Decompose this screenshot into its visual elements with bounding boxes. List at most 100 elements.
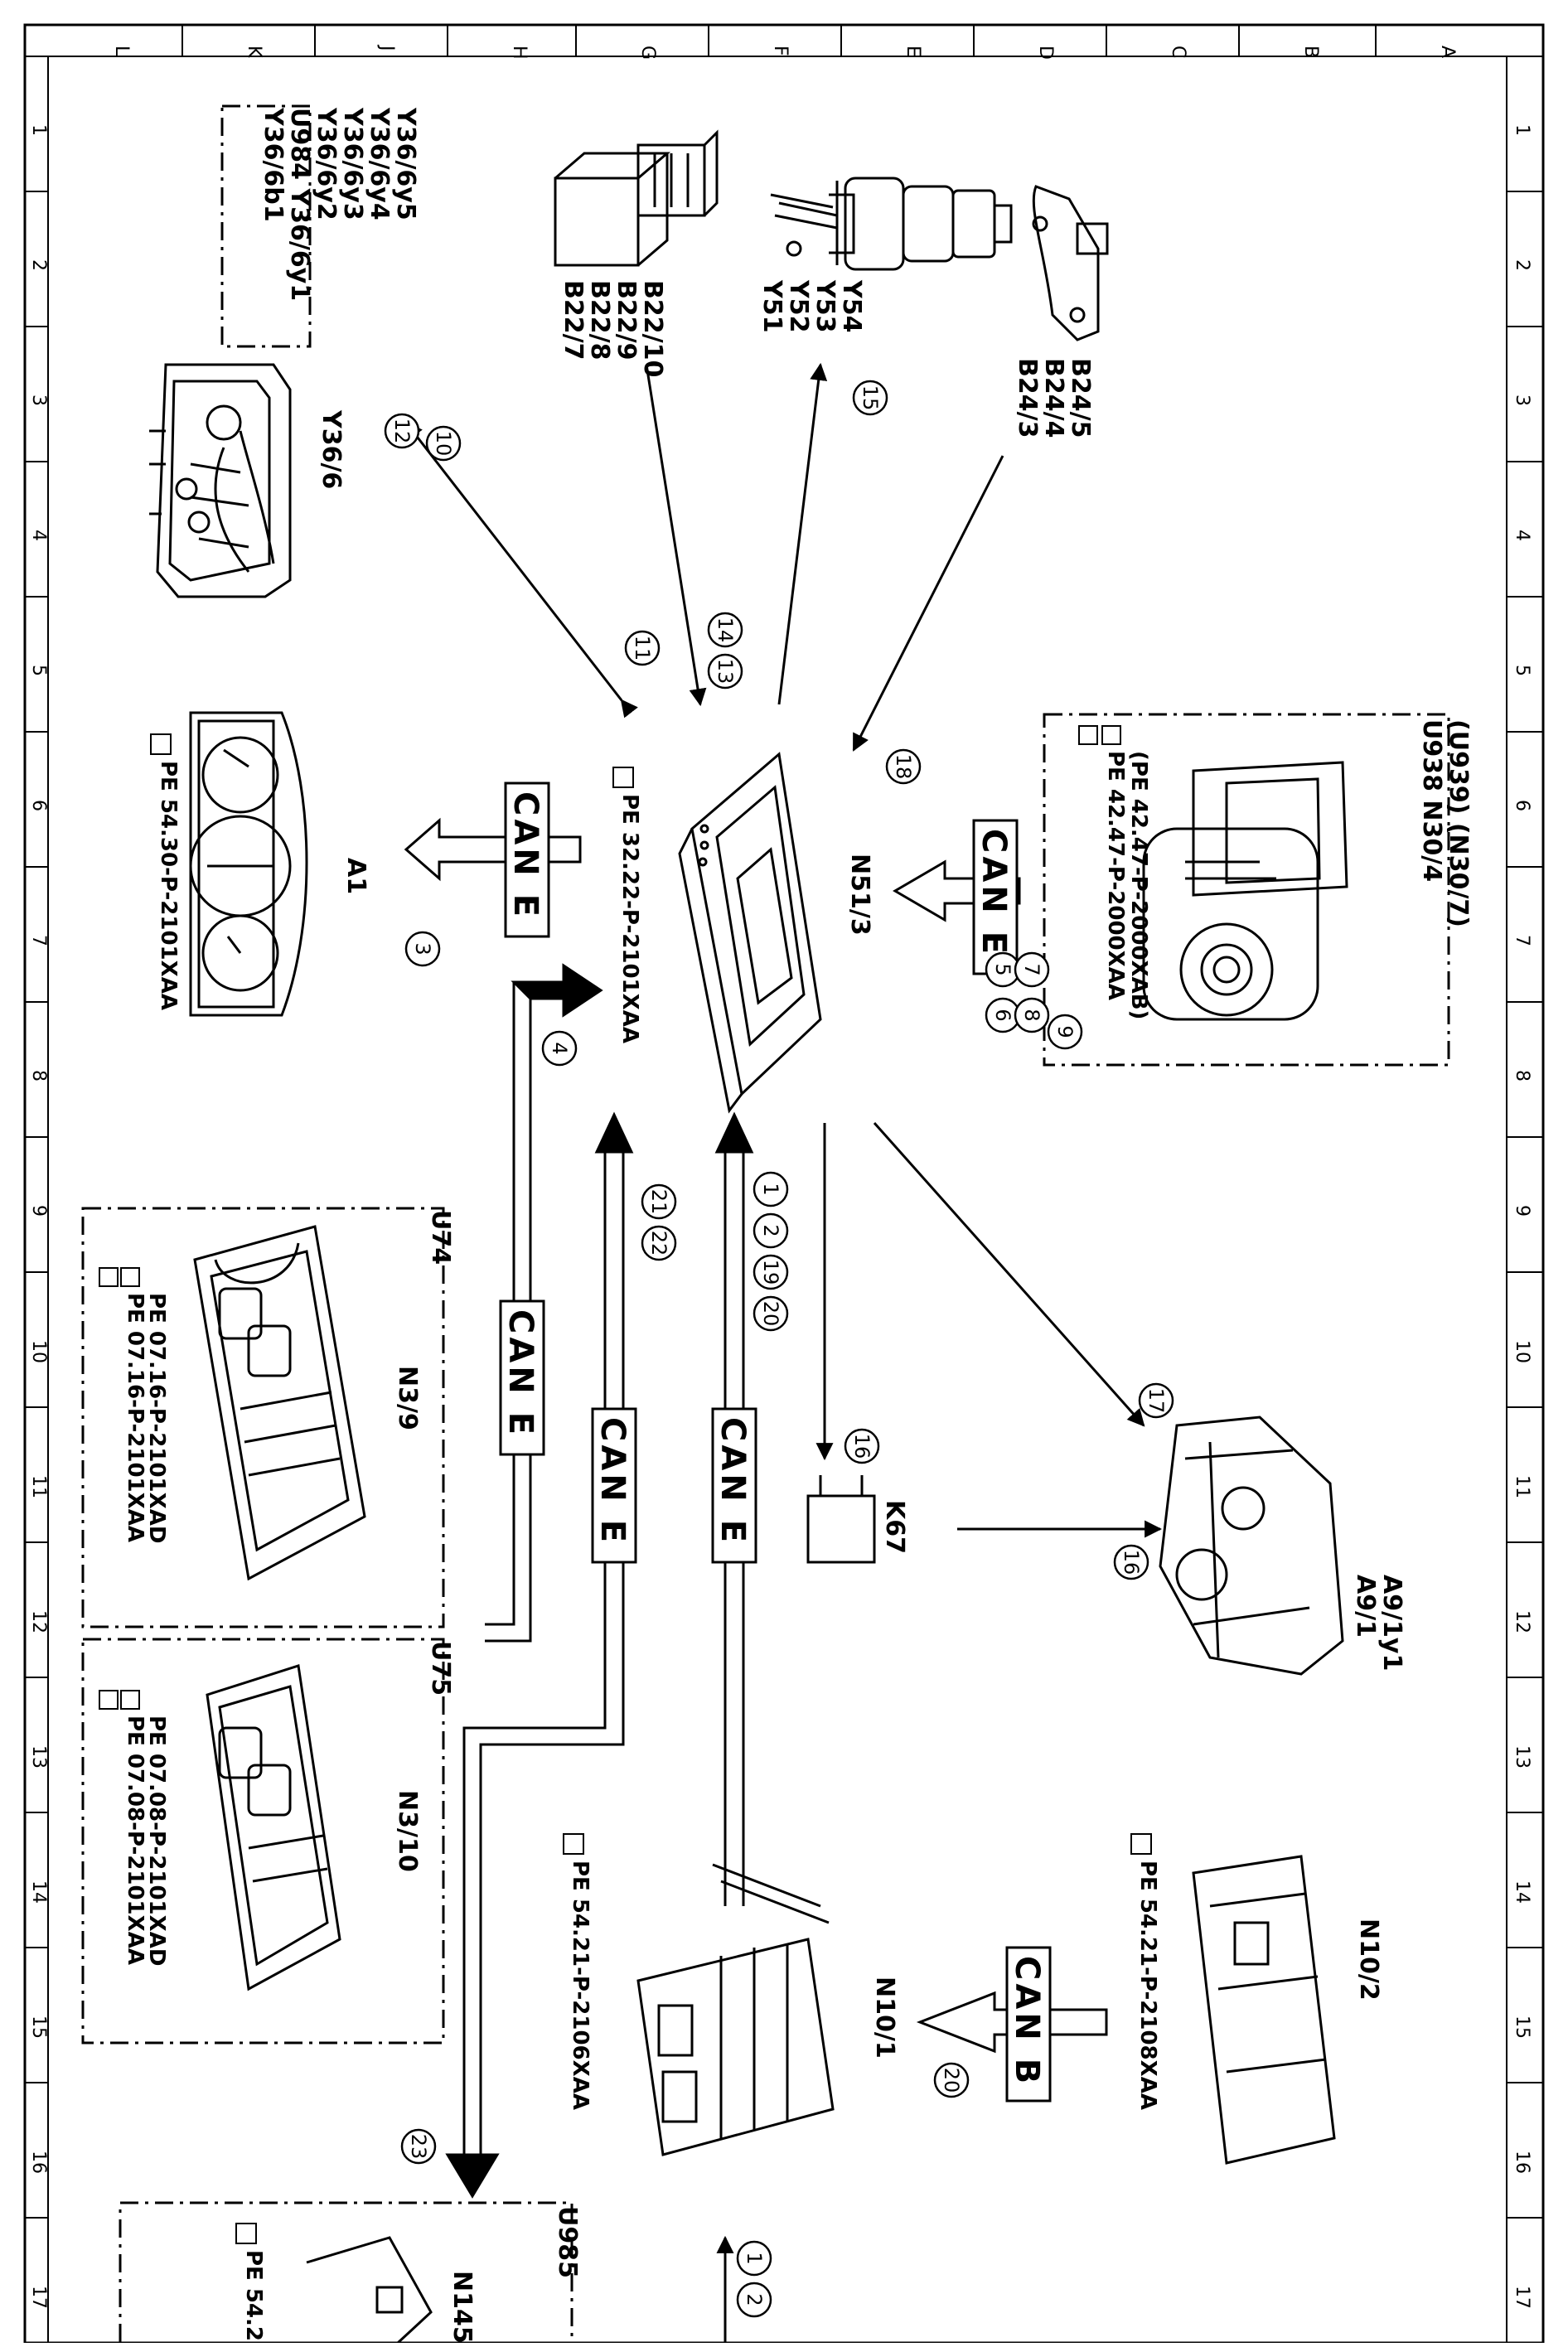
svg-text:10: 10	[432, 431, 455, 457]
grid-row-right-3: 3	[1512, 394, 1532, 406]
grid-col-B: B	[1300, 46, 1321, 58]
svg-text:8: 8	[1020, 1009, 1043, 1021]
grid-row-right-11: 11	[1512, 1475, 1532, 1498]
signal-y51: 15	[852, 380, 888, 416]
grid-col-C: C	[1168, 46, 1188, 58]
svg-text:19: 19	[759, 1260, 782, 1285]
svg-text:18: 18	[892, 754, 915, 780]
n145-ref: PE 54.2	[241, 2250, 266, 2341]
signal-b22-13: 13	[707, 653, 743, 690]
signal-bottom-2: 2	[736, 2282, 772, 2318]
signal-b22-14: 14	[707, 612, 743, 648]
grid-row-right-13: 13	[1512, 1745, 1532, 1769]
grid-row-left-14: 14	[28, 1880, 49, 1904]
b22-sensor	[554, 129, 719, 267]
signal-n3: 4	[541, 1030, 578, 1067]
y36-group: Y36/6b1U984 Y36/6y1Y36/6y2Y36/6y3Y36/6y4…	[220, 104, 420, 348]
grid-row-left-10: 10	[28, 1340, 49, 1363]
grid-row-right-10: 10	[1512, 1340, 1532, 1363]
can-e-label-a1: CAN E	[506, 791, 544, 920]
svg-text:16: 16	[1120, 1550, 1143, 1575]
n51-3-label: N51/3	[845, 854, 874, 936]
n3-9-variant: U74	[426, 1210, 455, 1265]
signal-a9-k67: 16	[1113, 1544, 1149, 1580]
n3-10-label: N3/10	[393, 1790, 422, 1872]
grid-row-left-4: 4	[28, 530, 49, 541]
svg-text:6: 6	[991, 1009, 1014, 1021]
grid-col-G: G	[637, 46, 658, 60]
y36-group-labels: Y36/6b1U984 Y36/6y1Y36/6y2Y36/6y3Y36/6y4…	[259, 107, 420, 301]
n10-1-label: N10/1	[870, 1977, 899, 2059]
grid-row-left-15: 15	[28, 2016, 49, 2039]
signal-n10-19: 19	[753, 1254, 789, 1290]
can-e-label-n3: CAN E	[501, 1309, 540, 1438]
n3-9-ecu	[193, 1225, 366, 1581]
n10-2-label: N10/2	[1354, 1919, 1383, 2001]
signal-n10-2: 2	[753, 1212, 789, 1249]
svg-text:3: 3	[411, 942, 434, 955]
svg-text:1: 1	[743, 2252, 766, 2264]
signal-y36-11: 11	[624, 630, 661, 666]
grid-col-K: K	[244, 46, 264, 58]
signal-n10-20: 20	[753, 1295, 789, 1332]
signal-a1: 3	[404, 931, 441, 967]
svg-text:12: 12	[390, 419, 414, 444]
n10-1-sam	[636, 1863, 835, 2156]
svg-text:14: 14	[714, 617, 737, 643]
svg-text:17: 17	[1145, 1388, 1168, 1414]
svg-text:23: 23	[407, 2134, 430, 2160]
n145-group	[119, 2201, 573, 2345]
grid-col-L: L	[111, 46, 132, 56]
b22-labels: B22/7B22/8B22/9B22/10	[559, 280, 667, 377]
signal-n30-9: 9	[1047, 1014, 1083, 1050]
n3-10-refs: PE 07.08-P-2101XAAPE 07.08-P-2101XAD	[123, 1715, 169, 1966]
n51-3-ref: PE 32.22-P-2101XAA	[617, 794, 642, 1043]
svg-text:5: 5	[991, 963, 1014, 975]
signal-y36-10: 10	[425, 425, 462, 462]
signal-b24: 18	[885, 748, 922, 785]
b24-labels: B24/3B24/4B24/5	[1013, 358, 1095, 438]
svg-text:20: 20	[759, 1301, 782, 1327]
n3-9-group	[81, 1207, 445, 1628]
n51-ref-icon	[612, 767, 634, 788]
grid-col-F: F	[770, 46, 791, 56]
a9-compressor	[1159, 1415, 1344, 1676]
grid-row-right-7: 7	[1512, 935, 1532, 946]
svg-text:13: 13	[714, 659, 737, 685]
grid-row-left-5: 5	[28, 665, 49, 676]
n30-ref-icons	[1078, 725, 1121, 745]
n30-labels: U938 N30/4(U939) (N30/7)	[1417, 719, 1473, 927]
svg-text:20: 20	[940, 2068, 963, 2093]
grid-row-right-1: 1	[1512, 124, 1532, 136]
grid-col-J: J	[376, 44, 397, 51]
signal-numbers: 1219202122345678910121113141516161718202…	[384, 380, 1174, 2318]
grid-col-A: A	[1437, 46, 1458, 58]
svg-text:21: 21	[647, 1189, 670, 1215]
can-b-label: CAN B	[1008, 1956, 1046, 2087]
connections	[404, 362, 1163, 2343]
grid-row-left-16: 16	[28, 2151, 49, 2174]
y36-6-valve-block	[149, 363, 292, 598]
grid-row-right-8: 8	[1512, 1070, 1532, 1082]
grid-row-right-12: 12	[1512, 1610, 1532, 1633]
grid-row-right-9: 9	[1512, 1205, 1532, 1217]
svg-text:11: 11	[631, 636, 654, 661]
y36-6-label: Y36/6	[317, 409, 346, 489]
signal-a9: 17	[1138, 1382, 1174, 1419]
n145-variant: U985	[553, 2206, 582, 2278]
can-label-n30: CAN E	[972, 819, 1019, 975]
n30-group	[1043, 713, 1450, 1067]
grid-row-right-16: 16	[1512, 2151, 1532, 2174]
grid-row-left-2: 2	[28, 259, 49, 271]
svg-text:15: 15	[859, 385, 882, 411]
n3-10-ecu	[206, 1664, 341, 1991]
can-label-mid: CAN E	[591, 1407, 637, 1564]
signal-n145: 23	[400, 2128, 437, 2165]
grid-row-left-17: 17	[28, 2286, 49, 2309]
y51-solenoid	[770, 177, 1013, 271]
n145-ref-icon	[235, 2223, 257, 2244]
signal-bottom-1: 1	[736, 2240, 772, 2277]
grid-row-left-12: 12	[28, 1610, 49, 1633]
grid-row-left-3: 3	[28, 394, 49, 406]
